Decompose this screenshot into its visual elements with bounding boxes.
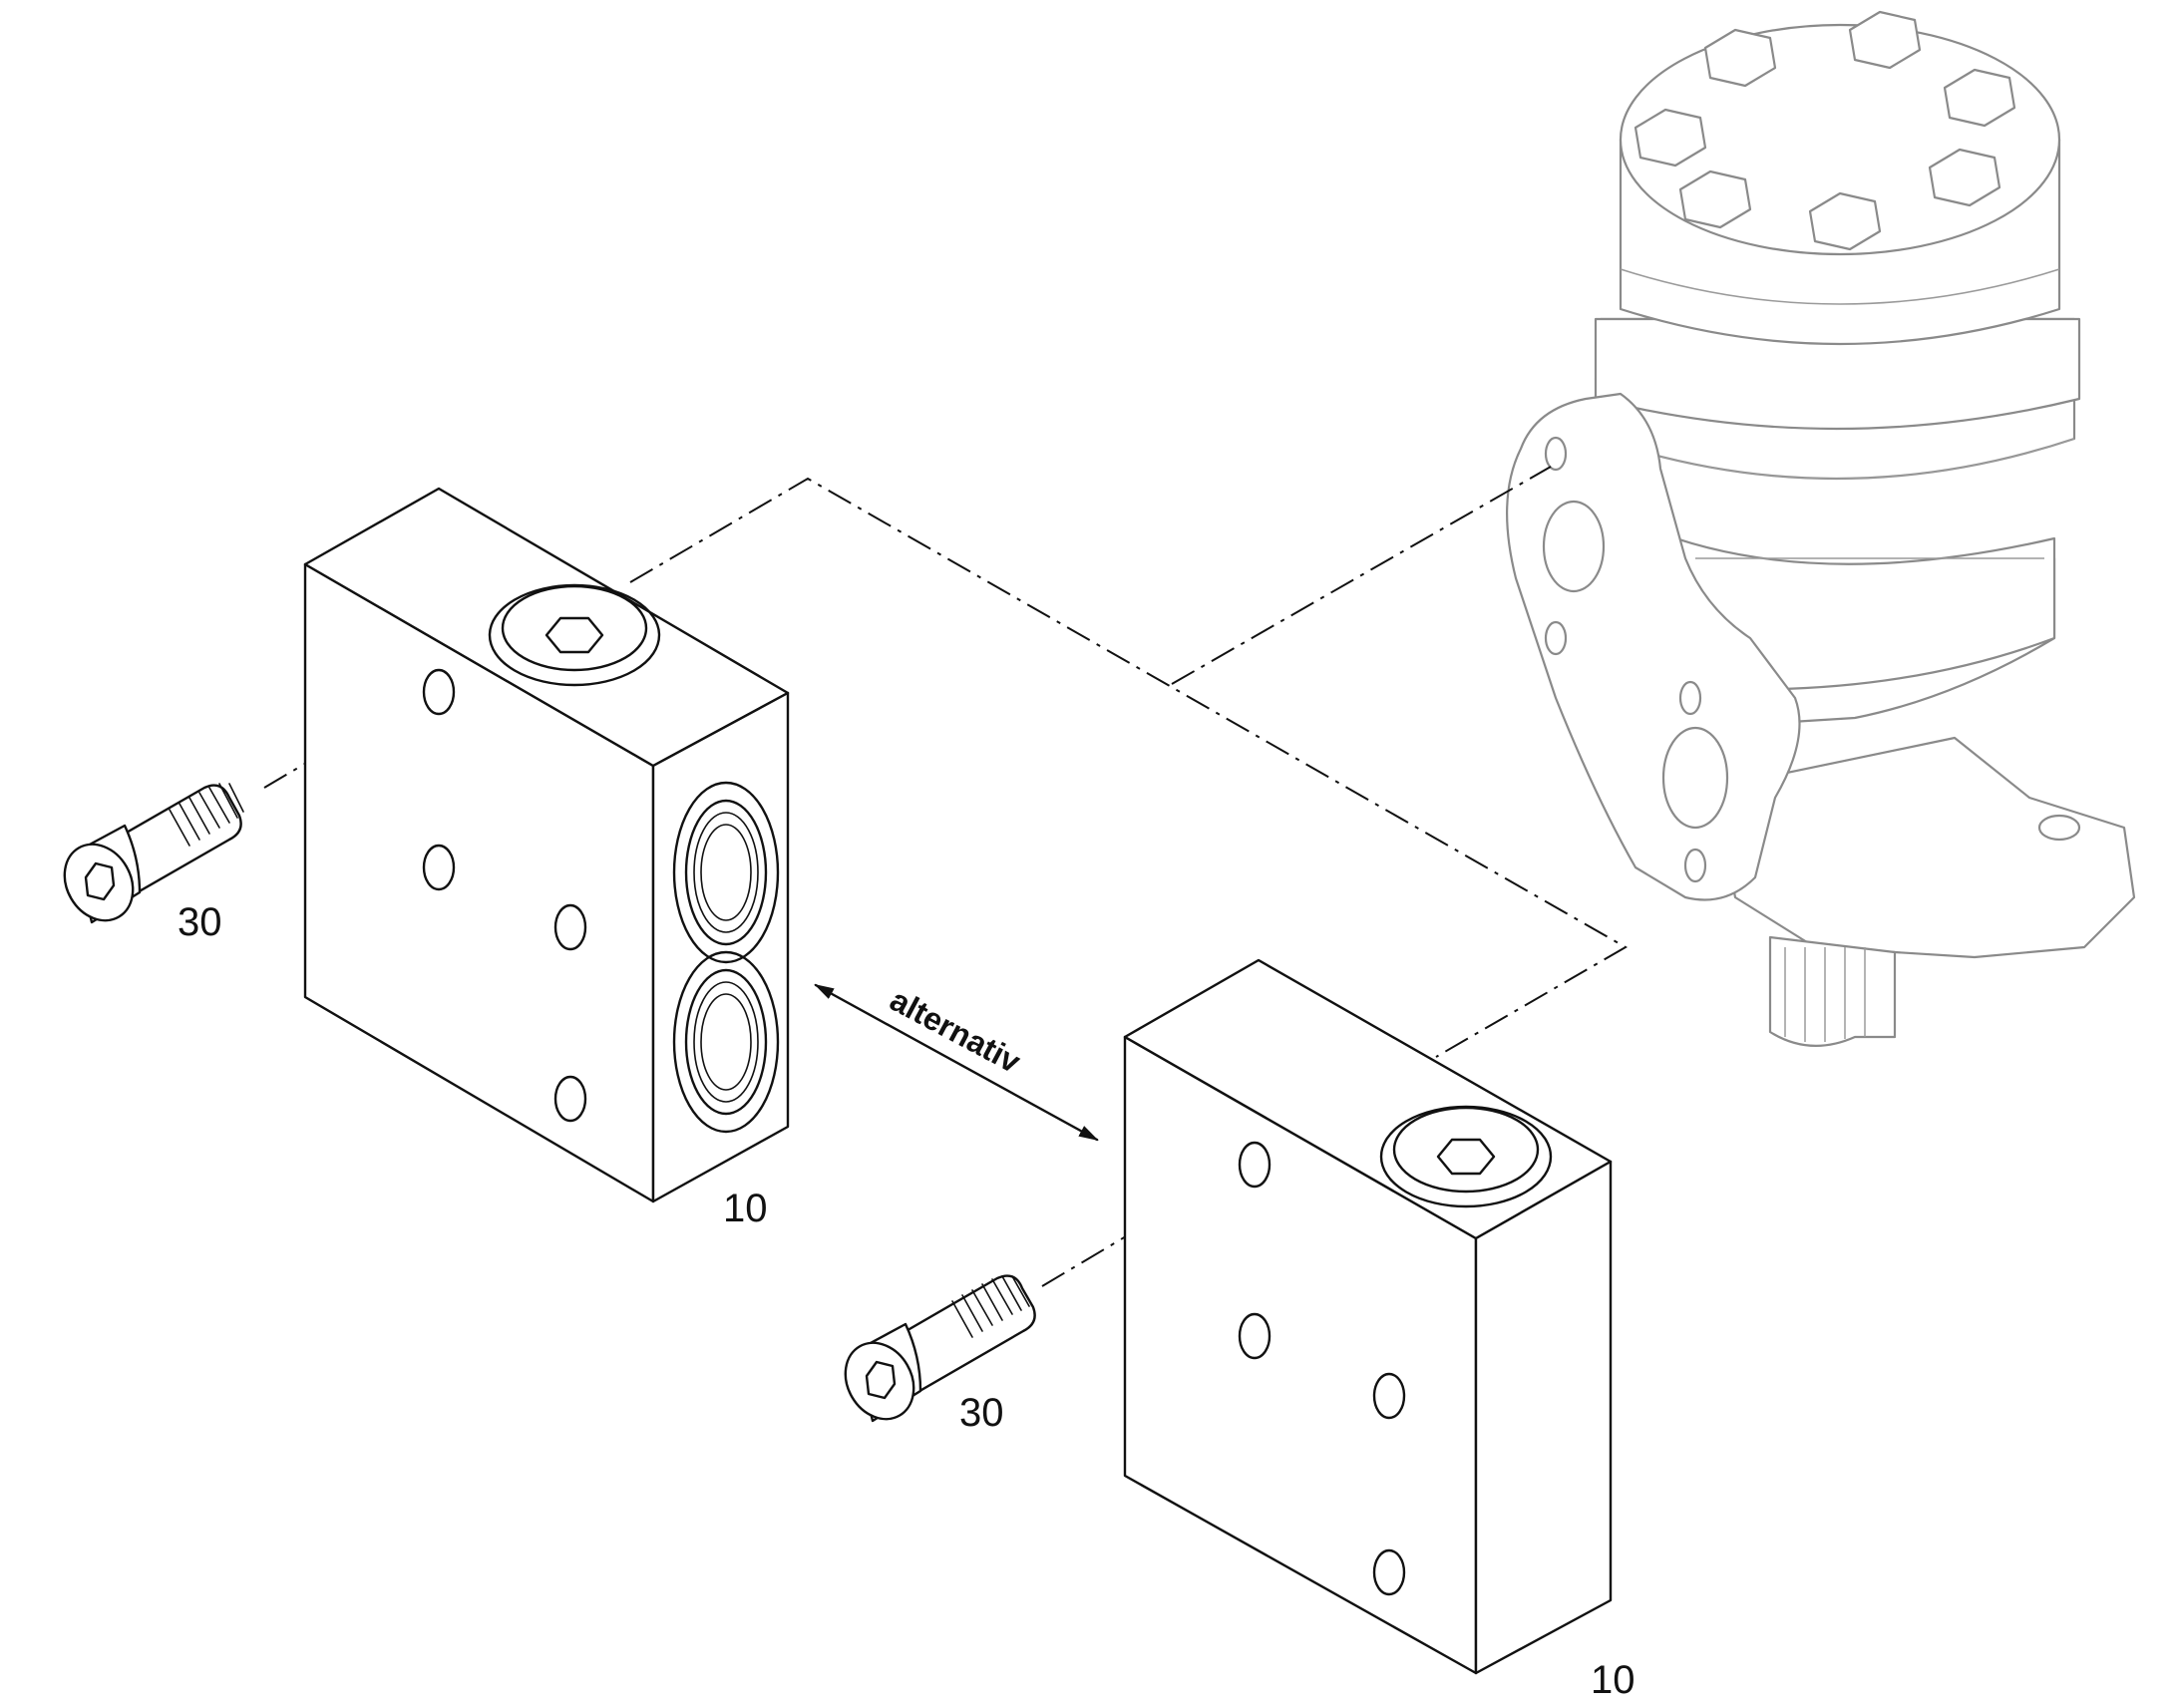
part-number-10-upper: 10: [723, 1187, 768, 1230]
part-number-30-lower: 30: [959, 1391, 1004, 1435]
valve-block-lower: [1123, 958, 1613, 1675]
motor-bolt-heads: [1634, 10, 2016, 251]
part-number-10-lower: 10: [1591, 1658, 1635, 1702]
alternative-label: alternativ: [885, 981, 1027, 1080]
alternative-arrow: [814, 983, 1099, 1142]
cap-screw-upper: [63, 783, 244, 924]
valve-block-upper: [303, 487, 790, 1203]
hydraulic-motor: [1506, 10, 2136, 1047]
part-number-30-upper: 30: [178, 900, 222, 944]
cap-screw-lower: [844, 1274, 1036, 1423]
